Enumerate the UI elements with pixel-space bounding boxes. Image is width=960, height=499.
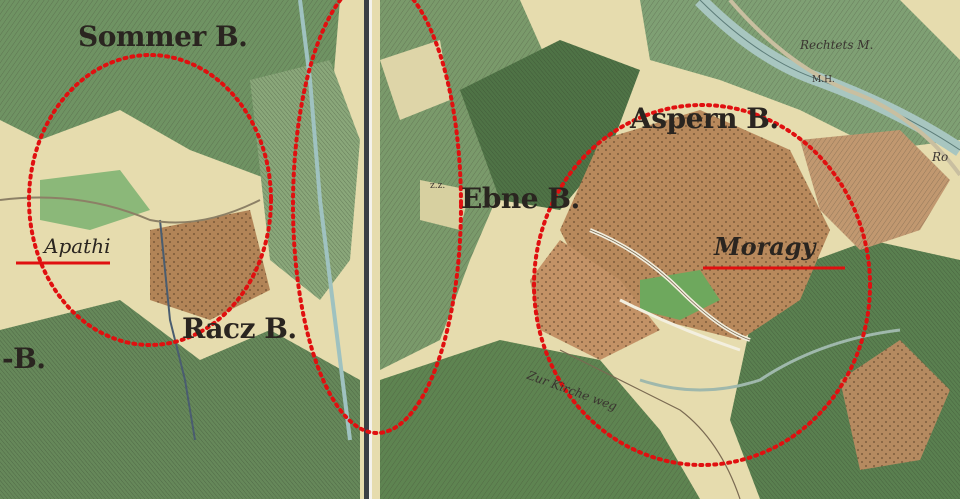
- label-racz-b: Racz B.: [182, 312, 297, 345]
- highlight-underlines: [16, 261, 845, 270]
- highlight-circle-ebne: [291, 0, 463, 435]
- label-b-left: -B.: [2, 342, 46, 375]
- label-aspern-b: Aspern B.: [630, 102, 779, 135]
- highlight-circle-moragy: [532, 103, 872, 467]
- map-sheet-seam: [364, 0, 369, 499]
- label-apathi: Apathi: [44, 234, 111, 258]
- label-sommer-b: Sommer B.: [78, 20, 248, 53]
- label-mh: M.H.: [812, 75, 835, 85]
- field-areas: [150, 110, 950, 470]
- highlight-circles: [27, 0, 872, 467]
- label-rechtets-m: Rechtets M.: [800, 38, 874, 52]
- label-moragy: Moragy: [714, 232, 816, 261]
- label-ro: Ro: [932, 150, 949, 164]
- label-ebne-b: Ebne B.: [461, 182, 580, 215]
- label-zz: z.z.: [430, 181, 446, 191]
- highlight-circle-apathi: [27, 53, 273, 347]
